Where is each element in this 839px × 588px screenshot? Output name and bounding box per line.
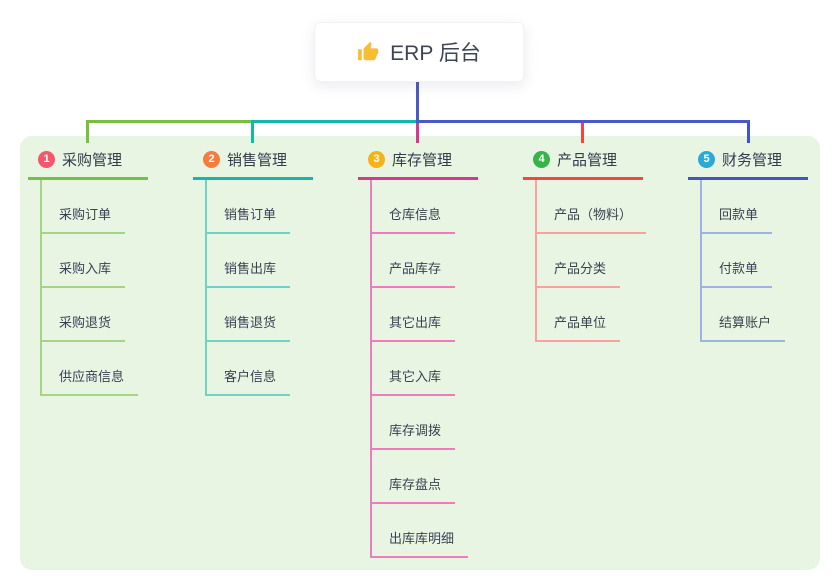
branch-children-list: 销售订单销售出库销售退货客户信息 (205, 180, 291, 396)
branch-children-list: 回款单付款单结算账户 (700, 180, 786, 342)
branch-label: 库存管理 (392, 152, 453, 169)
child-node[interactable]: 产品单位 (537, 288, 621, 342)
child-node[interactable]: 其它出库 (372, 288, 456, 342)
branch-column: 2 销售管理销售订单销售出库销售退货客户信息 (193, 136, 314, 396)
trunk-segment (86, 120, 254, 123)
branch-header[interactable]: 3 库存管理 (358, 136, 479, 180)
trunk-segment (416, 120, 750, 123)
branch-children-list: 仓库信息产品库存其它出库其它入库库存调拨库存盘点出库库明细 (370, 180, 469, 558)
branch-header[interactable]: 1 采购管理 (28, 136, 149, 180)
child-node[interactable]: 库存盘点 (372, 450, 456, 504)
child-node[interactable]: 供应商信息 (42, 342, 139, 396)
branch-number-badge: 5 (698, 151, 715, 168)
branch-label: 财务管理 (722, 152, 783, 169)
branch-drop-line (747, 120, 750, 143)
child-node[interactable]: 回款单 (702, 180, 773, 234)
child-node[interactable]: 出库库明细 (372, 504, 469, 558)
child-node[interactable]: 销售出库 (207, 234, 291, 288)
branch-column: 5 财务管理回款单付款单结算账户 (688, 136, 809, 342)
branch-header[interactable]: 4 产品管理 (523, 136, 644, 180)
child-node[interactable]: 库存调拨 (372, 396, 456, 450)
branch-column: 4 产品管理产品（物料）产品分类产品单位 (523, 136, 647, 342)
branch-drop-line (416, 120, 419, 143)
child-node[interactable]: 客户信息 (207, 342, 291, 396)
branch-header[interactable]: 2 销售管理 (193, 136, 314, 180)
child-node[interactable]: 采购入库 (42, 234, 126, 288)
branch-column: 3 库存管理仓库信息产品库存其它出库其它入库库存调拨库存盘点出库库明细 (358, 136, 479, 558)
child-node[interactable]: 产品库存 (372, 234, 456, 288)
child-node[interactable]: 销售退货 (207, 288, 291, 342)
branch-drop-line (581, 120, 584, 143)
child-node[interactable]: 采购退货 (42, 288, 126, 342)
root-stem-line (416, 82, 419, 123)
branch-label: 采购管理 (62, 152, 123, 169)
child-node[interactable]: 付款单 (702, 234, 773, 288)
branch-drop-line (251, 120, 254, 143)
branch-drop-line (86, 120, 89, 143)
branch-children-list: 产品（物料）产品分类产品单位 (535, 180, 647, 342)
branch-header[interactable]: 5 财务管理 (688, 136, 809, 180)
branch-column: 1 采购管理采购订单采购入库采购退货供应商信息 (28, 136, 149, 396)
branches-panel: 1 采购管理采购订单采购入库采购退货供应商信息 2 销售管理销售订单销售出库销售退货客… (20, 136, 820, 570)
root-node[interactable]: ERP 后台 (314, 22, 524, 82)
child-node[interactable]: 销售订单 (207, 180, 291, 234)
child-node[interactable]: 采购订单 (42, 180, 126, 234)
branch-number-badge: 2 (203, 151, 220, 168)
child-node[interactable]: 产品分类 (537, 234, 621, 288)
branch-label: 产品管理 (557, 152, 618, 169)
child-node[interactable]: 产品（物料） (537, 180, 647, 234)
branch-number-badge: 3 (368, 151, 385, 168)
branch-number-badge: 1 (38, 151, 55, 168)
branch-label: 销售管理 (227, 152, 288, 169)
child-node[interactable]: 仓库信息 (372, 180, 456, 234)
branch-children-list: 采购订单采购入库采购退货供应商信息 (40, 180, 139, 396)
child-node[interactable]: 其它入库 (372, 342, 456, 396)
trunk-segment (251, 120, 419, 123)
child-node[interactable]: 结算账户 (702, 288, 786, 342)
branch-number-badge: 4 (533, 151, 550, 168)
thumbs-up-icon (357, 41, 379, 63)
root-label: ERP 后台 (390, 42, 481, 65)
